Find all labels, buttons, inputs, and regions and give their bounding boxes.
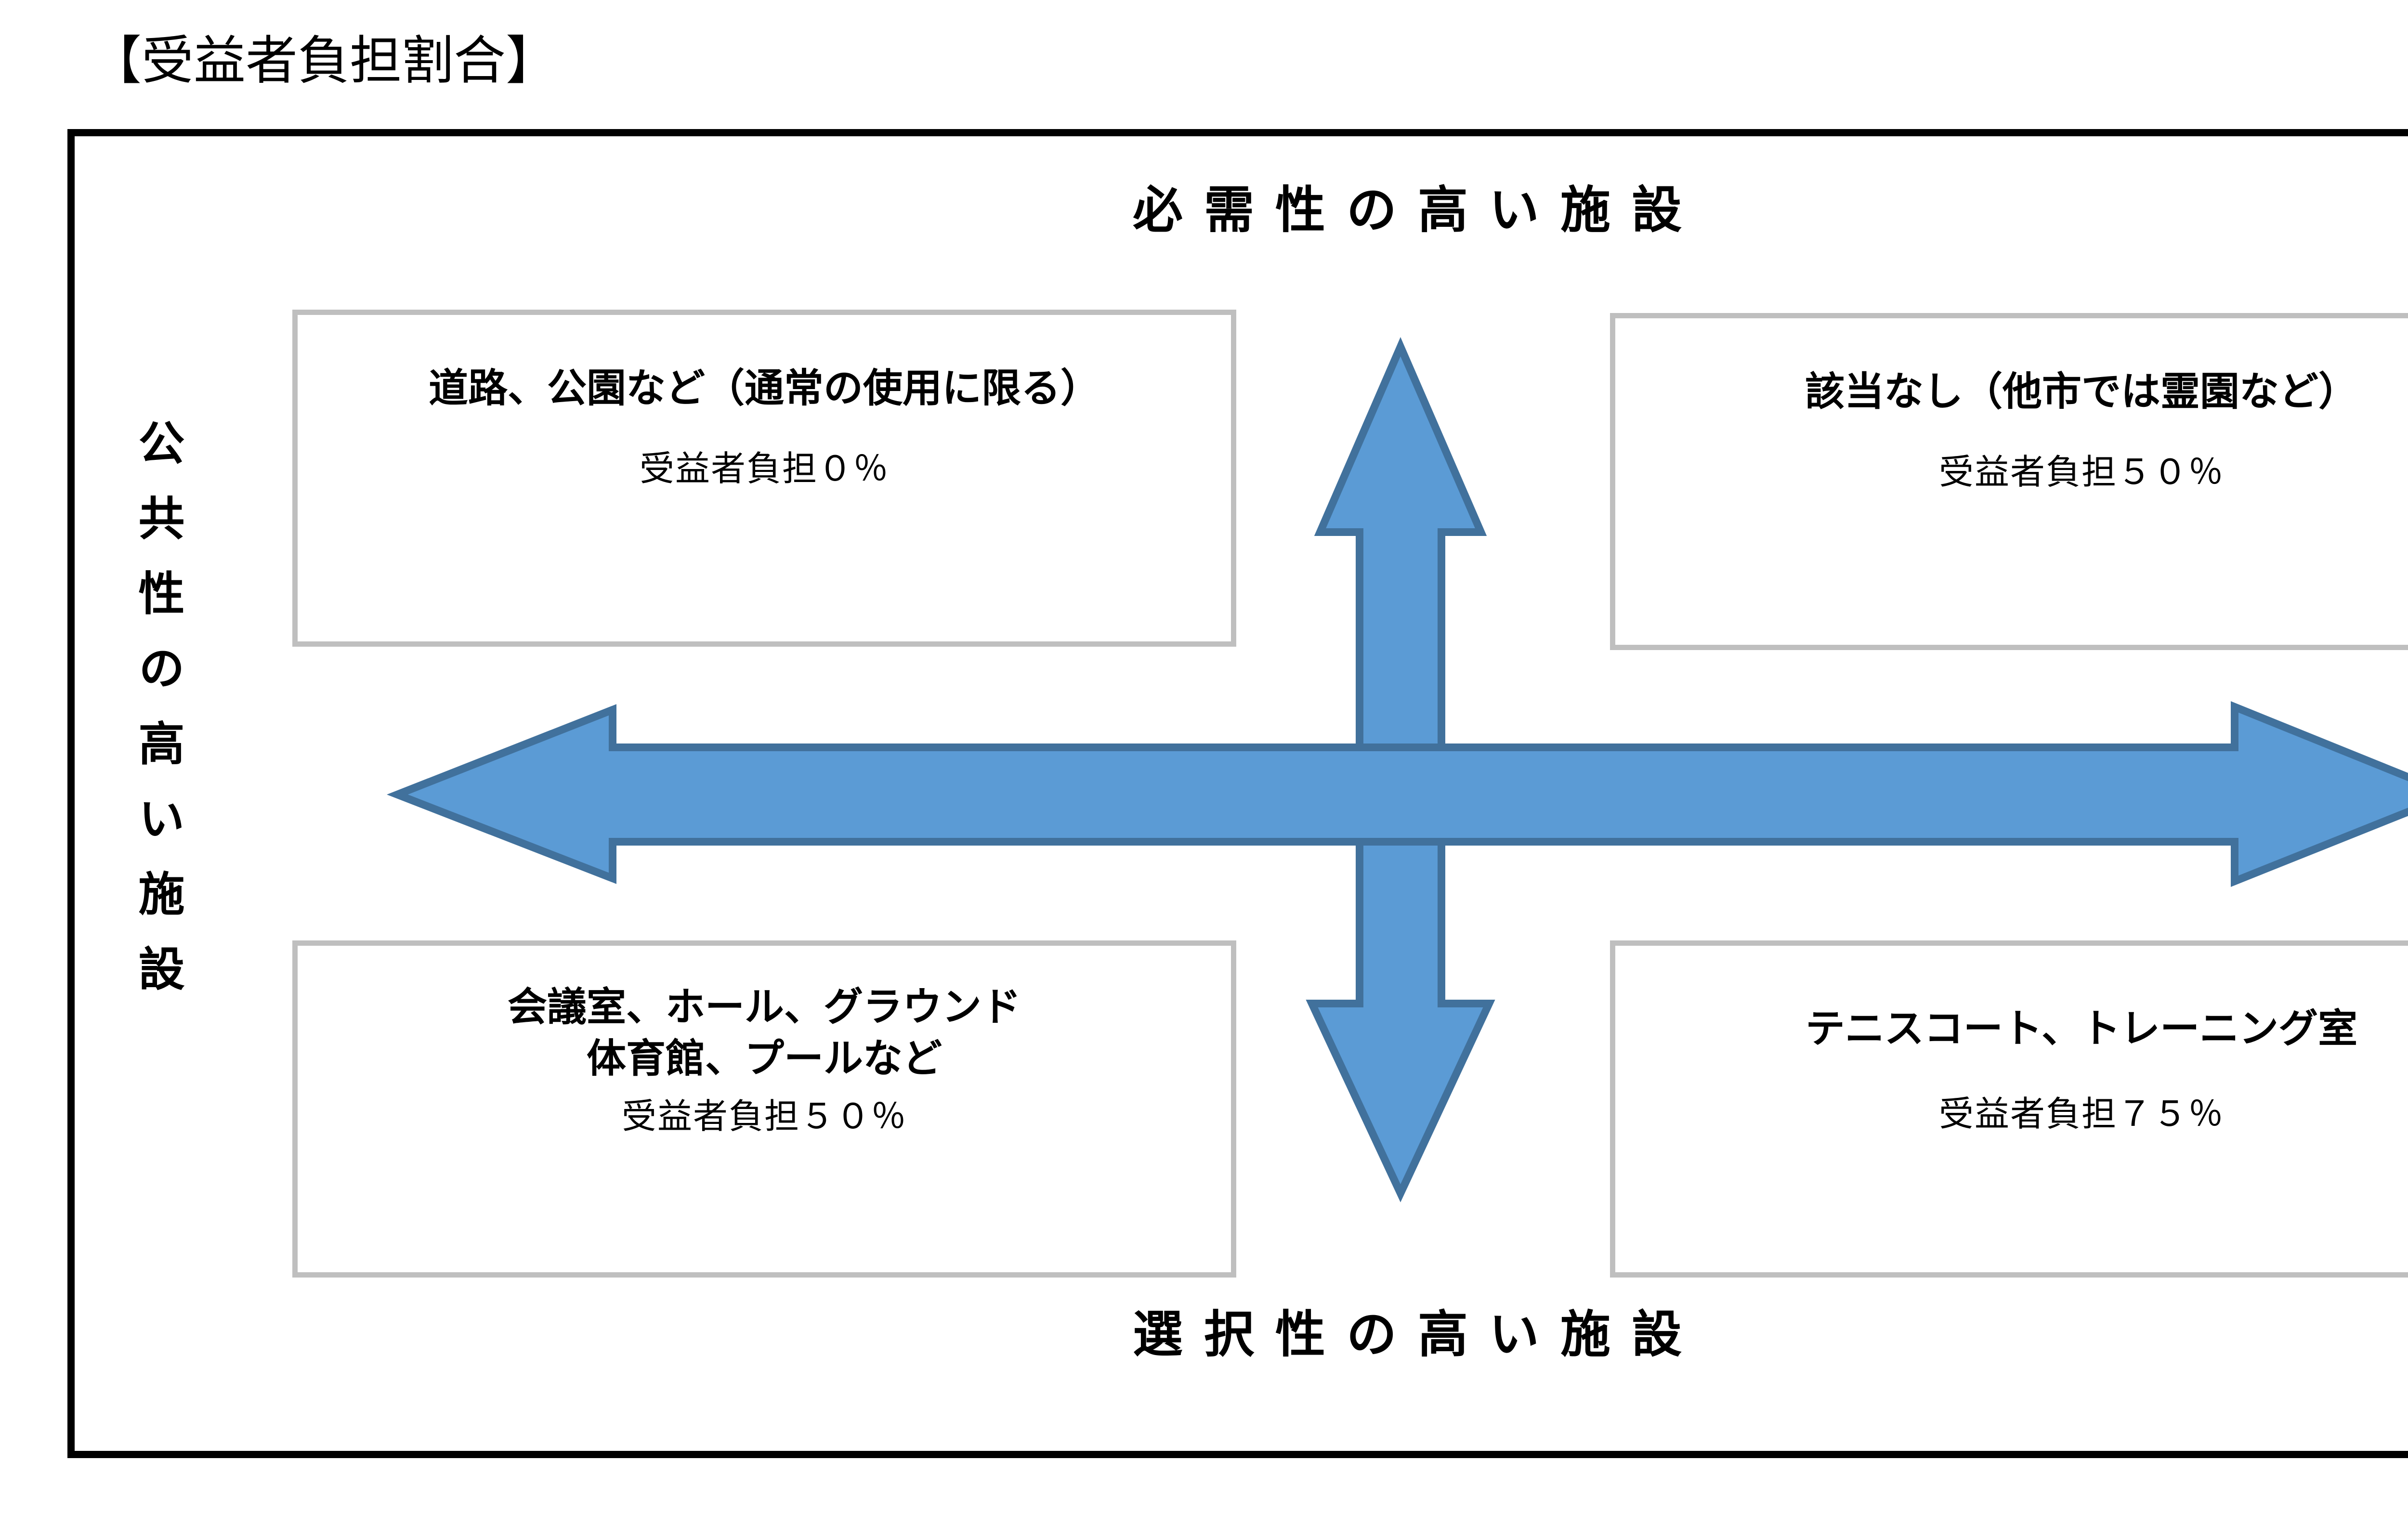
quadrant-facilities-label-line1: 会議室、ホール、グラウンド bbox=[507, 985, 1021, 1029]
quadrant-rate-label: 受益者負担５０％ bbox=[1938, 453, 2224, 492]
quadrant-top-left[interactable]: 道路、公園など（通常の使用に限る） 受益者負担０％ bbox=[292, 310, 1236, 647]
page-title: 【受益者負担割合】 bbox=[90, 31, 558, 90]
quadrant-bottom-right[interactable]: テニスコート、トレーニング室 受益者負担７５％ bbox=[1610, 940, 2408, 1278]
quadrant-rate-label: 受益者負担０％ bbox=[639, 449, 889, 488]
quadrant-rate-label: 受益者負担７５％ bbox=[1938, 1095, 2224, 1134]
axis-label-left: 公共性の高い施設 bbox=[131, 419, 183, 1020]
axis-label-bottom: 選択性の高い施設 bbox=[1132, 1307, 1703, 1363]
quadrant-facilities-label: 該当なし（他市では霊園など） bbox=[1805, 370, 2358, 414]
quadrant-bottom-left[interactable]: 会議室、ホール、グラウンド 体育館、プールなど 受益者負担５０％ bbox=[292, 940, 1236, 1278]
axis-label-top: 必需性の高い施設 bbox=[1132, 183, 1703, 238]
quadrant-rate-label: 受益者負担５０％ bbox=[621, 1097, 907, 1136]
quadrant-facilities-label: テニスコート、トレーニング室 bbox=[1805, 1007, 2358, 1051]
quadrant-top-right[interactable]: 該当なし（他市では霊園など） 受益者負担５０％ bbox=[1610, 313, 2408, 650]
quadrant-facilities-label-line2: 体育館、プールなど bbox=[586, 1036, 942, 1081]
quadrant-facilities-label: 道路、公園など（通常の使用に限る） bbox=[428, 366, 1100, 410]
